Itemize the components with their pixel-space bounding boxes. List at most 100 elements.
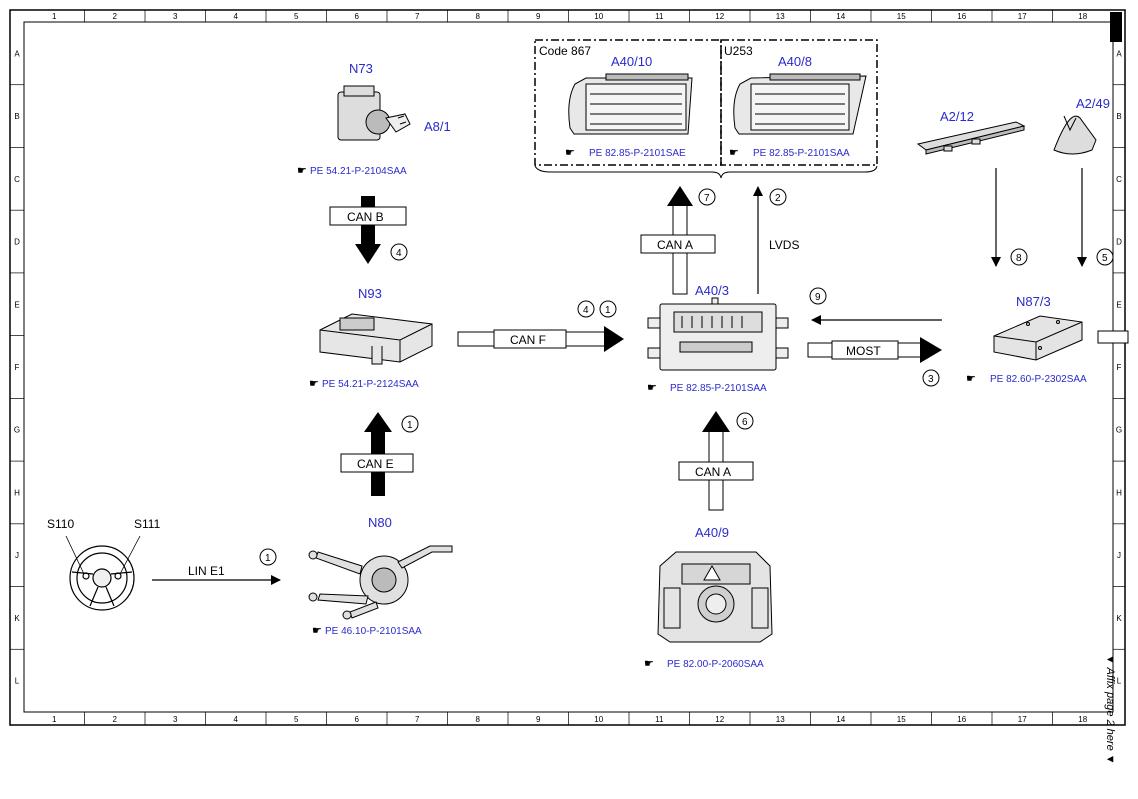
marker-circle-most-out	[922, 369, 940, 387]
steering-wheel-illustration	[65, 535, 141, 611]
grid-column-label: 6	[355, 12, 360, 21]
grid-column-label: 17	[1018, 12, 1027, 21]
book-icon: ☛	[565, 147, 575, 159]
grid-column-label: 10	[594, 12, 603, 21]
grid-column-label: 12	[715, 12, 724, 21]
grid-lines	[10, 10, 1125, 725]
n80-doc-ref: PE 46.10-P-2101SAA	[325, 626, 422, 637]
grid-column-label: 9	[536, 715, 541, 724]
grid-row-label: G	[14, 426, 20, 435]
can-a-top-label-box	[640, 234, 716, 254]
lin-e1-label: LIN E1	[188, 564, 225, 578]
a2-49-label: A2/49	[1076, 96, 1110, 111]
marker-circle-can-b	[390, 243, 408, 261]
grid-column-label: 10	[594, 715, 603, 724]
marker-can-a-bottom: 6	[742, 417, 748, 428]
n87-3-doc-ref: PE 82.60-P-2302SAA	[990, 374, 1087, 385]
grid-column-label: 4	[234, 12, 239, 21]
can-a-bottom-arrowhead	[702, 411, 730, 432]
marker-can-f-b: 1	[605, 305, 611, 316]
grid-column-label: 8	[476, 12, 481, 21]
grid-column-label: 6	[355, 715, 360, 724]
grid-column-label: 1	[52, 12, 57, 21]
n73-label: N73	[349, 61, 373, 76]
grid-column-label: 16	[957, 715, 966, 724]
grid-column-label: 17	[1018, 715, 1027, 724]
a2-49-roof-antenna-illustration	[1053, 115, 1097, 155]
a40-10-display-illustration	[568, 73, 693, 135]
n93-label: N93	[358, 286, 382, 301]
n80-label: N80	[368, 515, 392, 530]
marker-circle-most-in	[809, 287, 827, 305]
marker-can-a-top: 7	[704, 193, 710, 204]
group-label-u253: U253	[724, 44, 753, 58]
can-a-top-arrowhead	[667, 186, 693, 206]
grid-row-label: J	[15, 551, 19, 560]
n93-doc-ref: PE 54.21-P-2124SAA	[322, 379, 419, 390]
grid-row-label: A	[1116, 49, 1122, 58]
a2-12-antenna-amplifier-illustration	[916, 121, 1026, 155]
inner-frame	[23, 21, 1114, 713]
grid-row-label: C	[14, 175, 20, 184]
book-icon: ☛	[297, 165, 307, 177]
grid-column-label: 12	[715, 715, 724, 724]
grid-row-label: H	[1116, 488, 1122, 497]
a40-8-label: A40/8	[778, 54, 812, 69]
book-icon: ☛	[644, 658, 654, 670]
marker-circle-lin	[259, 548, 277, 566]
group-box-code-867	[534, 39, 722, 166]
affix-note: ▼ Affix page 2 here ▼	[1104, 654, 1116, 765]
s111-label: S111	[134, 517, 161, 531]
can-f-label-box	[493, 329, 567, 349]
can-a-bottom-label-box	[678, 461, 754, 481]
grid-column-label: 15	[897, 12, 906, 21]
grid-row-label: C	[1116, 175, 1122, 184]
grid-column-label: 16	[957, 12, 966, 21]
grid-row-label: J	[1117, 551, 1121, 560]
grid-column-label: 2	[113, 715, 118, 724]
marker-can-b: 4	[396, 248, 402, 259]
can-b-arrowhead	[355, 244, 381, 264]
can-e-label-box	[340, 453, 414, 473]
a40-10-label: A40/10	[611, 54, 652, 69]
can-a-bottom-label: CAN A	[695, 465, 731, 479]
grid-row-label: F	[15, 363, 20, 372]
can-f-label: CAN F	[510, 333, 546, 347]
n73-ignition-lock-illustration	[337, 85, 411, 141]
n87-3-module-illustration	[993, 315, 1083, 361]
corner-mark	[1110, 12, 1122, 42]
a8-1-label: A8/1	[424, 119, 451, 134]
grid-column-label: 18	[1078, 715, 1087, 724]
can-e-label: CAN E	[357, 457, 394, 471]
grid-row-label: K	[1116, 614, 1122, 623]
marker-circle-a2-12	[1010, 248, 1028, 266]
marker-most-in: 9	[815, 292, 821, 303]
marker-circle-can-a-top	[698, 188, 716, 206]
grid-column-label: 14	[836, 715, 845, 724]
can-b-label-box	[329, 206, 407, 226]
grid-labels: 1122334455667788991010111112121313141415…	[14, 12, 1122, 724]
marker-a2-12: 8	[1016, 253, 1022, 264]
marker-circle-a2-49	[1096, 248, 1114, 266]
book-icon: ☛	[729, 147, 739, 159]
n80-steering-column-module-illustration	[308, 545, 453, 620]
marker-circle-can-f-a	[577, 300, 595, 318]
a40-10-doc-ref: PE 82.85-P-2101SAE	[589, 148, 686, 159]
grid-row-label: H	[14, 488, 20, 497]
marker-a2-49: 5	[1102, 253, 1108, 264]
most-label: MOST	[846, 344, 881, 358]
grid-column-label: 5	[294, 12, 299, 21]
grid-row-label: D	[1116, 238, 1122, 247]
grid-column-label: 11	[655, 715, 664, 724]
can-e-arrowhead	[364, 412, 392, 432]
n87-3-continuation-shaft	[1097, 330, 1129, 344]
grid-column-label: 18	[1078, 12, 1087, 21]
grid-column-label: 11	[655, 12, 664, 21]
a40-3-doc-ref: PE 82.85-P-2101SAA	[670, 383, 767, 394]
marker-lvds: 2	[775, 193, 781, 204]
marker-can-f-a: 4	[583, 305, 589, 316]
grid-row-label: K	[14, 614, 20, 623]
grid-column-label: 7	[415, 715, 420, 724]
grid-column-label: 14	[836, 12, 845, 21]
